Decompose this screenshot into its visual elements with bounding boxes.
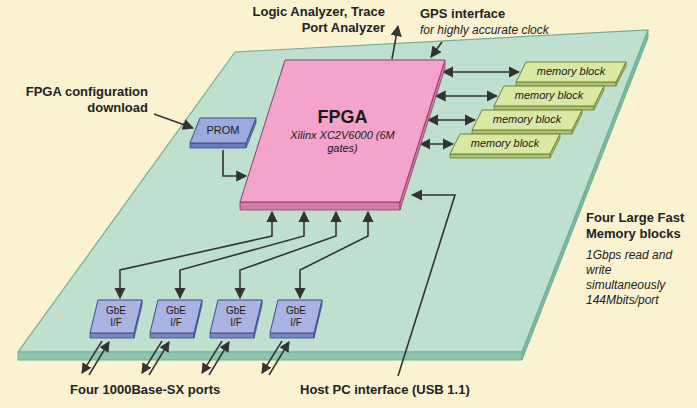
annotation-label: Four Large Fast Memory blocks — [586, 210, 694, 243]
chip-top — [450, 134, 560, 154]
component-name: GbE I/F — [101, 305, 131, 329]
chip-top — [190, 118, 256, 143]
chip-top — [210, 300, 262, 333]
annotation-label: 1Gbps read and write simultaneously 144M… — [586, 248, 694, 308]
annotation-label: Host PC interface (USB 1.1) — [300, 382, 470, 398]
chip-edge — [240, 202, 400, 210]
config-arrow — [154, 114, 193, 128]
port-in-arrow — [89, 342, 109, 375]
chip-top — [240, 60, 445, 202]
chip-edge — [450, 154, 550, 158]
component-name: memory block — [515, 89, 583, 102]
component-name: GbE I/F — [161, 305, 191, 329]
component-name: GbE I/F — [221, 305, 251, 329]
component-name: memory block — [537, 65, 605, 78]
chip-edge — [270, 333, 314, 338]
gps-arrow — [431, 42, 442, 57]
component-name: FPGA — [317, 107, 367, 129]
chip-top — [494, 86, 604, 106]
annotation-label: GPS interface — [420, 6, 505, 22]
chip-top — [516, 62, 626, 82]
port-out-arrow — [82, 341, 102, 373]
signal-arrow — [223, 150, 246, 176]
component-name: GbE I/F — [281, 305, 311, 329]
usb-line — [398, 195, 455, 376]
annotation-label: Four 1000Base-SX ports — [70, 382, 220, 398]
signal-arrow — [420, 143, 453, 145]
chip-top — [270, 300, 322, 333]
chip-edge — [494, 106, 594, 110]
component-name: memory block — [471, 137, 539, 150]
memory-block: memory block — [472, 110, 582, 134]
memory-block: memory block — [494, 86, 604, 110]
port-arrows — [82, 341, 289, 375]
component-name: PROM — [207, 124, 240, 137]
port-in-arrow — [209, 342, 229, 375]
circuit-board — [18, 30, 648, 352]
annotation-label: FPGA configuration download — [8, 84, 148, 117]
chip-edge — [150, 333, 194, 338]
chip-edge — [90, 333, 134, 338]
gbe-interface: GbE I/F — [90, 300, 142, 338]
signal-arrow — [443, 71, 519, 73]
signal-arrow — [300, 212, 368, 298]
analyzer-arrow — [392, 26, 398, 59]
fpga-chip: FPGAXilinx XC2V6000 (6M gates) — [240, 60, 445, 210]
component-name: memory block — [493, 113, 561, 126]
port-out-arrow — [142, 341, 162, 373]
port-in-arrow — [269, 342, 289, 375]
port-out-arrow — [202, 341, 222, 373]
signal-arrow — [436, 95, 497, 97]
chip-top — [472, 110, 582, 130]
memory-block: memory block — [450, 134, 560, 158]
signal-arrow — [180, 212, 304, 298]
gbe-interface: GbE I/F — [150, 300, 202, 338]
chip-top — [90, 300, 142, 333]
gbe-interface: GbE I/F — [210, 300, 262, 338]
signal-arrow — [240, 212, 336, 298]
port-in-arrow — [149, 342, 169, 375]
prom-chip: PROM — [190, 118, 256, 148]
signal-arrow — [120, 212, 272, 298]
chip-edge — [190, 143, 246, 148]
component-detail: Xilinx XC2V6000 (6M gates) — [288, 129, 398, 155]
chip-top — [150, 300, 202, 333]
chip-edge — [210, 333, 254, 338]
gbe-interface: GbE I/F — [270, 300, 322, 338]
chip-edge — [516, 82, 616, 86]
annotation-label: Logic Analyzer, Trace Port Analyzer — [250, 4, 385, 37]
port-out-arrow — [262, 341, 282, 373]
annotation-label: for highly accurate clock — [420, 23, 549, 38]
signal-arrow — [428, 119, 475, 121]
memory-block: memory block — [516, 62, 626, 86]
chip-edge — [472, 130, 572, 134]
